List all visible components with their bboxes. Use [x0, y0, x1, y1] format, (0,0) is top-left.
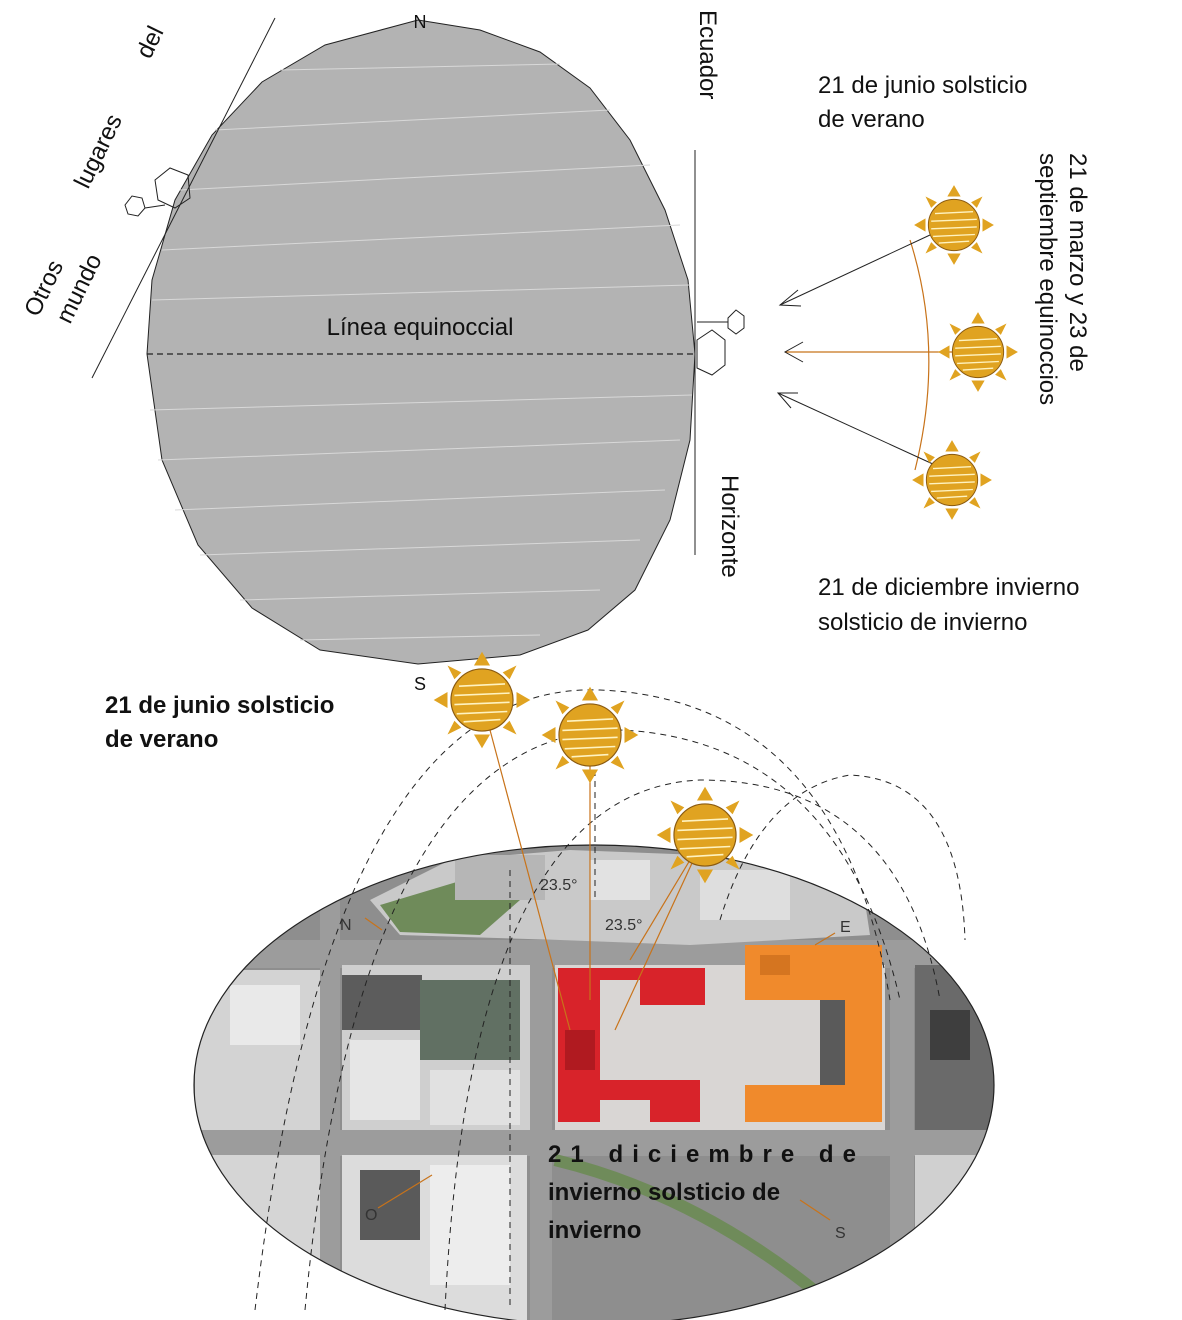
earth-globe	[146, 19, 696, 665]
december-label-line2: solsticio de invierno	[818, 609, 1027, 636]
horizonte-label: Horizonte	[716, 475, 743, 578]
globe-hatching	[149, 63, 693, 641]
sun-positions: 21 de junio solsticio de verano 21 de ma…	[776, 72, 1091, 636]
site-june-label-line1: 21 de junio solsticio	[105, 692, 334, 719]
other-places-word-4: mundo	[51, 250, 107, 328]
sun-icon-december	[911, 439, 993, 521]
site-december-label-line3: invierno	[548, 1217, 641, 1244]
globe: Línea equinoccial N S Ecuador Horizonte …	[19, 10, 745, 694]
site-ray-december	[614, 834, 706, 1031]
sun-icon-june	[913, 184, 995, 266]
tangent-line	[91, 17, 276, 379]
sun-path-june	[254, 689, 891, 1311]
compass-west: O	[365, 1207, 377, 1224]
other-places-word-3: del	[131, 22, 169, 63]
site-sun-icon-june	[432, 650, 532, 750]
site-december-label-line2: invierno solsticio de	[548, 1179, 780, 1206]
site-plan: 23.5° 23.5° N E S O 21 de junio solstici…	[105, 650, 995, 1320]
equinoctial-line-label: Línea equinoccial	[327, 314, 514, 341]
globe-north-label: N	[414, 12, 427, 32]
compass-south: S	[835, 1225, 846, 1242]
person-icon-right	[696, 309, 745, 376]
compass-north: N	[340, 917, 352, 934]
june-label-line2: de verano	[818, 106, 925, 133]
ecuador-label: Ecuador	[694, 10, 721, 99]
angle-label-2: 23.5°	[605, 917, 643, 934]
equinox-label-line2: septiembre equinoccios	[1034, 153, 1061, 405]
equinox-label-line1: 21 de marzo y 23 de	[1064, 153, 1091, 372]
site-ray-june	[481, 699, 571, 1031]
ray-june	[779, 234, 931, 306]
site-plan-map	[194, 845, 994, 1320]
december-label-line1: 21 de diciembre invierno	[818, 574, 1079, 601]
sun-arc	[909, 239, 930, 471]
other-places-label: Otros lugares del mundo	[19, 22, 169, 328]
sun-path-winter-east	[719, 774, 966, 941]
ray-december	[777, 392, 936, 466]
site-plan-frame	[193, 844, 995, 1320]
person-icon-left	[124, 167, 191, 217]
other-places-word-2: lugares	[69, 110, 128, 193]
angle-label-1: 23.5°	[540, 877, 578, 894]
globe-south-label: S	[414, 674, 426, 694]
june-label-line1: 21 de junio solsticio	[818, 72, 1027, 99]
site-june-label-line2: de verano	[105, 726, 218, 753]
compass-east: E	[840, 919, 851, 936]
sun-path-december	[444, 779, 941, 1311]
